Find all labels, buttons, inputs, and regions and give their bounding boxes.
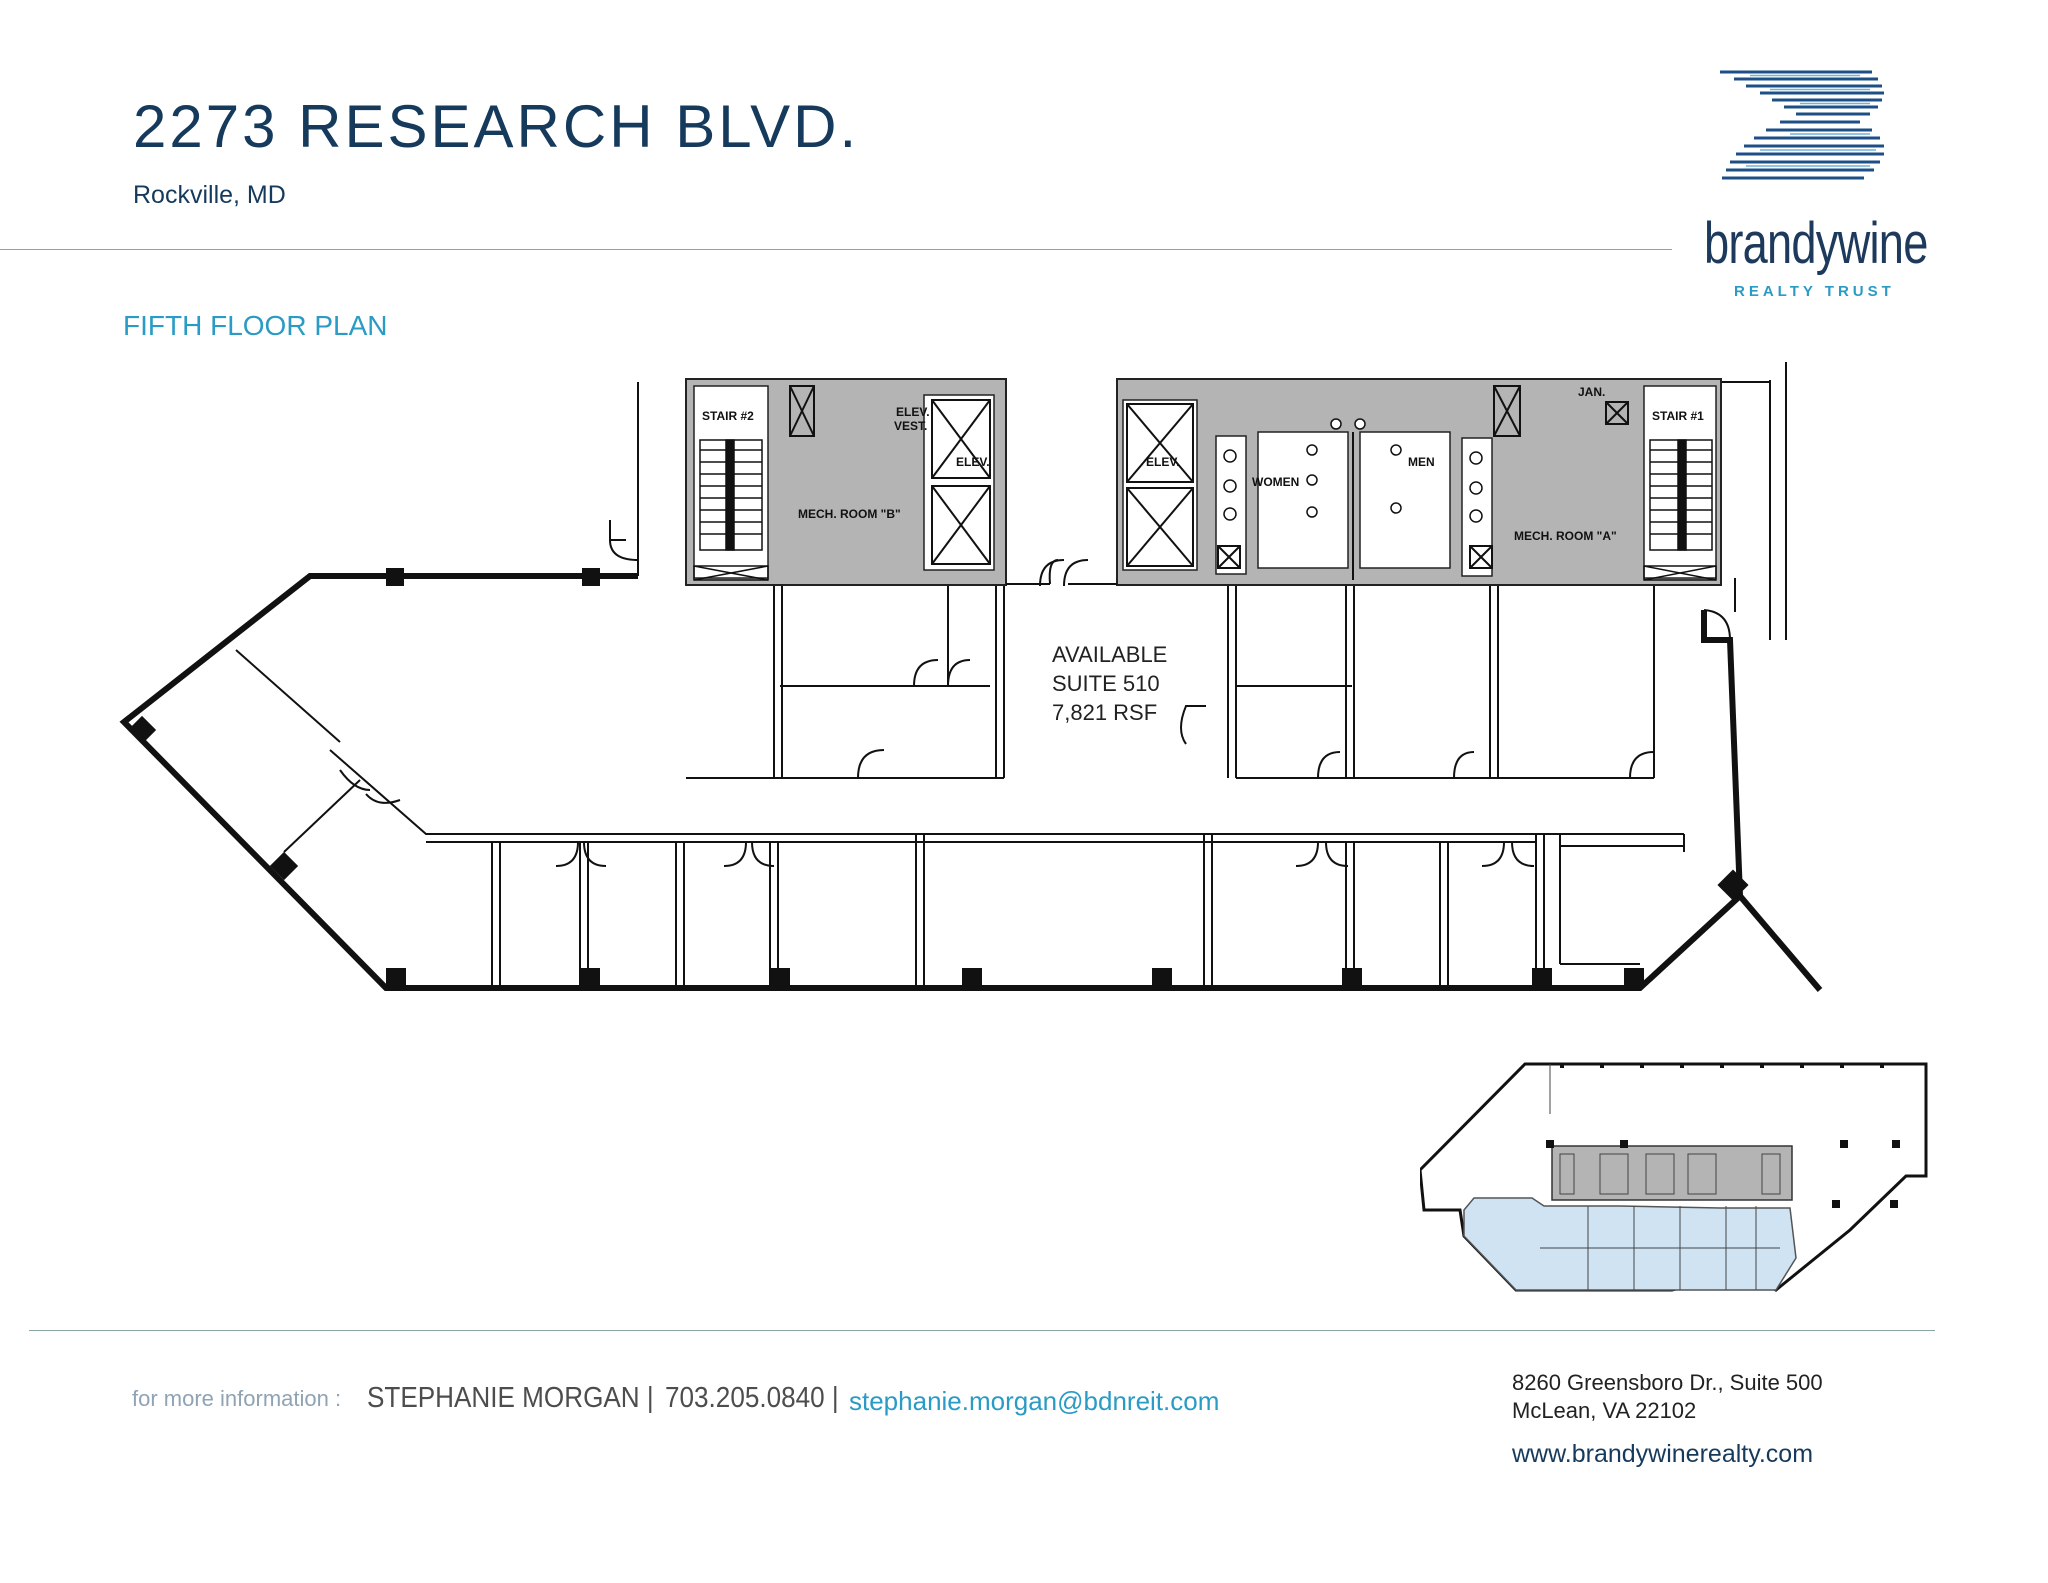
room-label-elev-vest-1: ELEV. <box>896 405 930 419</box>
available-suite-label: AVAILABLE SUITE 510 7,821 RSF <box>1052 640 1167 727</box>
office-address-line-1: 8260 Greensboro Dr., Suite 500 <box>1512 1370 1823 1395</box>
suite-availability: AVAILABLE <box>1052 642 1168 667</box>
room-label-elev-vest-2: VEST. <box>894 419 927 433</box>
room-label-elev-right: ELEV. <box>1146 455 1180 469</box>
stairwells <box>693 439 1717 581</box>
key-plan-thumbnail <box>1420 1062 1928 1292</box>
contact-email-link[interactable]: stephanie.morgan@bdnreit.com <box>849 1386 1220 1416</box>
room-label-women: WOMEN <box>1252 475 1299 489</box>
suite-area: 7,821 RSF <box>1052 700 1158 725</box>
room-label-mech-b: MECH. ROOM "B" <box>798 507 901 521</box>
interior-walls <box>235 362 1787 988</box>
brand-logo-subtitle: REALTY TRUST <box>1734 283 1895 300</box>
brand-logo-wordmark: brandywine <box>1704 211 1928 276</box>
room-label-stair-2: STAIR #2 <box>702 409 754 423</box>
elevator-shafts <box>789 385 1629 569</box>
contact-name: STEPHANIE MORGAN | <box>367 1382 654 1414</box>
footer-divider <box>29 1330 1935 1331</box>
building-core <box>685 378 1722 586</box>
website-link[interactable]: www.brandywinerealty.com <box>1512 1440 1814 1468</box>
room-label-mech-a: MECH. ROOM "A" <box>1514 529 1617 543</box>
room-label-men: MEN <box>1408 455 1435 469</box>
room-label-elev-left: ELEV. <box>956 455 990 469</box>
door-swings <box>339 559 1731 867</box>
building-exterior-wall <box>119 573 1823 992</box>
room-label-stair-1: STAIR #1 <box>1652 409 1704 423</box>
suite-number: SUITE 510 <box>1052 671 1160 696</box>
office-address-line-2: McLean, VA 22102 <box>1512 1398 1697 1423</box>
page-subtitle: Rockville, MD <box>133 181 286 209</box>
restroom-fixtures <box>1223 418 1483 523</box>
brandywine-b-icon <box>1720 70 1884 180</box>
floor-plan-title: FIFTH FLOOR PLAN <box>123 310 388 341</box>
contact-phone[interactable]: 703.205.0840 | <box>665 1382 839 1414</box>
page-title: 2273 RESEARCH BLVD. <box>133 93 860 160</box>
footer-lead-text: for more information : <box>132 1386 342 1411</box>
top-divider <box>0 249 1672 250</box>
room-label-jan: JAN. <box>1578 385 1605 399</box>
